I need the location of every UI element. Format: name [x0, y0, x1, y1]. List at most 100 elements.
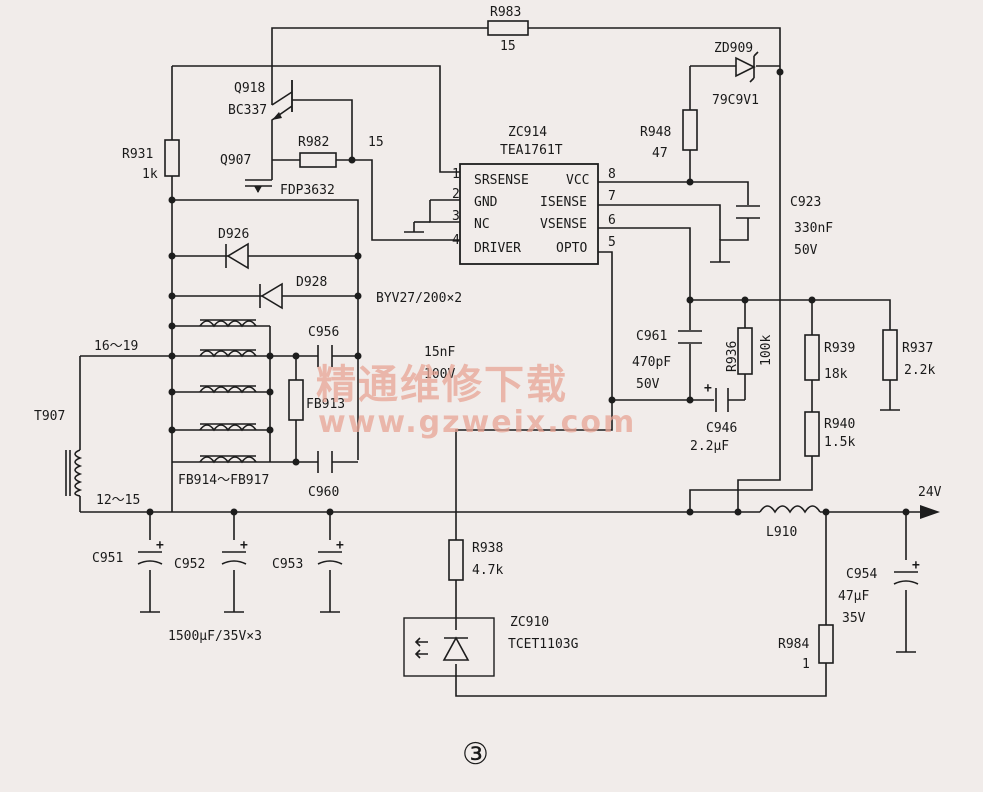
zc910-optocoupler [403, 617, 495, 677]
label-capacitor-bank: 1500μF/35V×3 [168, 629, 262, 644]
label-zd909: ZD909 [714, 41, 753, 56]
svg-text:+: + [704, 381, 712, 396]
c954-capacitor: + [893, 558, 920, 585]
ic-pin-6-name: VSENSE [540, 217, 587, 232]
ic-pin-8-name: VCC [566, 173, 589, 188]
label-t907: T907 [34, 409, 65, 424]
label-r948-value: 47 [652, 146, 668, 161]
label-tap-top: 16～19 [94, 339, 138, 354]
ic-pin-4-name: DRIVER [474, 241, 521, 256]
ic-pin-5-num: 5 [608, 235, 616, 250]
label-c956-value2: 100V [424, 367, 455, 382]
label-q918: Q918 [234, 81, 265, 96]
r948-resistor [682, 109, 698, 151]
label-fb913: FB913 [306, 397, 345, 412]
ic-pin-5-name: OPTO [556, 241, 587, 256]
label-r931-value: 1k [142, 167, 158, 182]
ic-pin-3-name: NC [474, 217, 490, 232]
label-c951: C951 [92, 551, 123, 566]
fb914-fb917-beads [199, 319, 257, 464]
ic-labels: ZC914 TEA1761T 1 SRSENSE 2 GND 3 NC 4 DR… [452, 125, 616, 256]
t907-transformer [65, 449, 83, 497]
c946-capacitor: + [704, 381, 729, 412]
r936-resistor [737, 327, 753, 375]
r982-resistor [299, 152, 337, 168]
ic-pin-1-name: SRSENSE [474, 173, 529, 188]
label-r938-value: 4.7k [472, 563, 503, 578]
r937-resistor [882, 329, 898, 381]
label-c946-value: 2.2μF [690, 439, 729, 454]
ic-part: TEA1761T [500, 143, 563, 158]
d926-diode [225, 242, 249, 270]
label-output-voltage: 24V [918, 485, 942, 500]
ic-pin-7-num: 7 [608, 189, 616, 204]
label-c960: C960 [308, 485, 339, 500]
label-c961-value1: 470pF [632, 355, 671, 370]
label-c961-value2: 50V [636, 377, 660, 392]
label-c923-value2: 50V [794, 243, 818, 258]
label-c954-value1: 47μF [838, 589, 869, 604]
label-c923: C923 [790, 195, 821, 210]
label-c952: C952 [174, 557, 205, 572]
label-r939: R939 [824, 341, 855, 356]
c961-capacitor [678, 330, 702, 344]
c952-capacitor: + [221, 538, 248, 565]
label-q907-value: FDP3632 [280, 183, 335, 198]
c953-capacitor: + [317, 538, 344, 565]
svg-text:+: + [336, 538, 344, 553]
junction-dots [146, 68, 910, 516]
fb913-bead [288, 379, 304, 421]
label-r937-value: 2.2k [904, 363, 935, 378]
label-r940-value: 1.5k [824, 435, 855, 450]
ic-pin-7-name: ISENSE [540, 195, 587, 210]
label-r939-value: 18k [824, 367, 848, 382]
label-tap-bottom: 12～15 [96, 493, 140, 508]
label-d926: D926 [218, 227, 249, 242]
label-r983-value: 15 [500, 39, 516, 54]
label-c956-value1: 15nF [424, 345, 455, 360]
output-arrow-icon [920, 505, 940, 519]
label-diode-value: BYV27/200×2 [376, 291, 462, 306]
label-c946: C946 [706, 421, 737, 436]
ground-symbols [140, 222, 916, 653]
c923-capacitor [736, 205, 760, 219]
watermark: 精通维修下载 www.gzweix.com [316, 362, 636, 440]
svg-text:+: + [156, 538, 164, 553]
label-c961: C961 [636, 329, 667, 344]
ic-pin-3-num: 3 [452, 209, 460, 224]
label-zd909-value: 79C9V1 [712, 93, 759, 108]
r931-resistor [164, 139, 180, 177]
label-r940: R940 [824, 417, 855, 432]
label-r931: R931 [122, 147, 153, 162]
label-r982-value: 15 [368, 135, 384, 150]
label-c954-value2: 35V [842, 611, 866, 626]
watermark-url: www.gzweix.com [318, 405, 636, 440]
watermark-cn: 精通维修下载 [316, 362, 568, 408]
label-l910: L910 [766, 525, 797, 540]
c956-capacitor [317, 345, 333, 367]
c951-capacitor: + [137, 538, 164, 565]
c960-capacitor [317, 451, 333, 473]
label-r984: R984 [778, 637, 809, 652]
component-labels: R983 15 ZD909 79C9V1 Q918 BC337 R948 47 … [34, 5, 942, 672]
svg-text:+: + [912, 558, 920, 573]
label-r982: R982 [298, 135, 329, 150]
label-r936: R936 [725, 341, 740, 372]
label-r984-value: 1 [802, 657, 810, 672]
ic-pin-2-num: 2 [452, 187, 460, 202]
ic-pin-4-num: 4 [452, 233, 460, 248]
r939-resistor [804, 334, 820, 381]
label-q907: Q907 [220, 153, 251, 168]
r983-resistor [487, 20, 529, 36]
l910-inductor [759, 500, 821, 514]
ic-ref: ZC914 [508, 125, 547, 140]
label-zc910: ZC910 [510, 615, 549, 630]
figure-number: ③ [462, 737, 489, 772]
ic-pin-8-num: 8 [608, 167, 616, 182]
label-r936-value: 100k [759, 335, 774, 366]
r938-resistor [448, 539, 464, 581]
label-r983: R983 [490, 5, 521, 20]
label-c923-value1: 330nF [794, 221, 833, 236]
label-r937: R937 [902, 341, 933, 356]
